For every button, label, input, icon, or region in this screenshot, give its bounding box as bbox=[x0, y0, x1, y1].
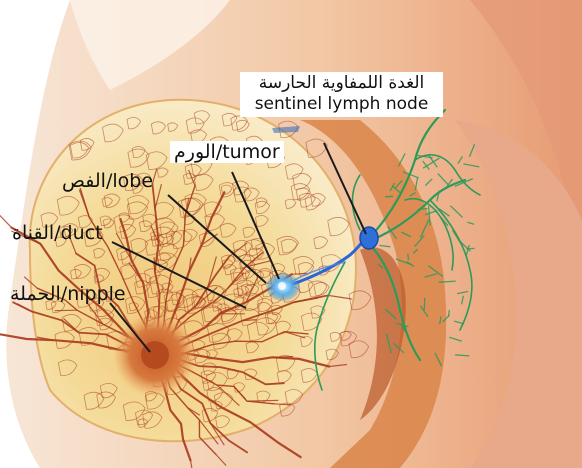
label-duct: القناة/duct bbox=[12, 222, 103, 244]
label-sentinel-arabic: الغدة اللمفاوية الحارسة bbox=[240, 73, 443, 94]
label-tumor: الورم/tumor bbox=[170, 141, 284, 163]
label-nipple: الحملة/nipple bbox=[10, 283, 126, 305]
sentinel-node bbox=[360, 227, 378, 249]
label-lobe: الفص/lobe bbox=[62, 170, 153, 192]
label-sentinel-lymph-node: الغدة اللمفاوية الحارسة sentinel lymph n… bbox=[240, 72, 443, 117]
label-sentinel-english: sentinel lymph node bbox=[240, 94, 443, 115]
